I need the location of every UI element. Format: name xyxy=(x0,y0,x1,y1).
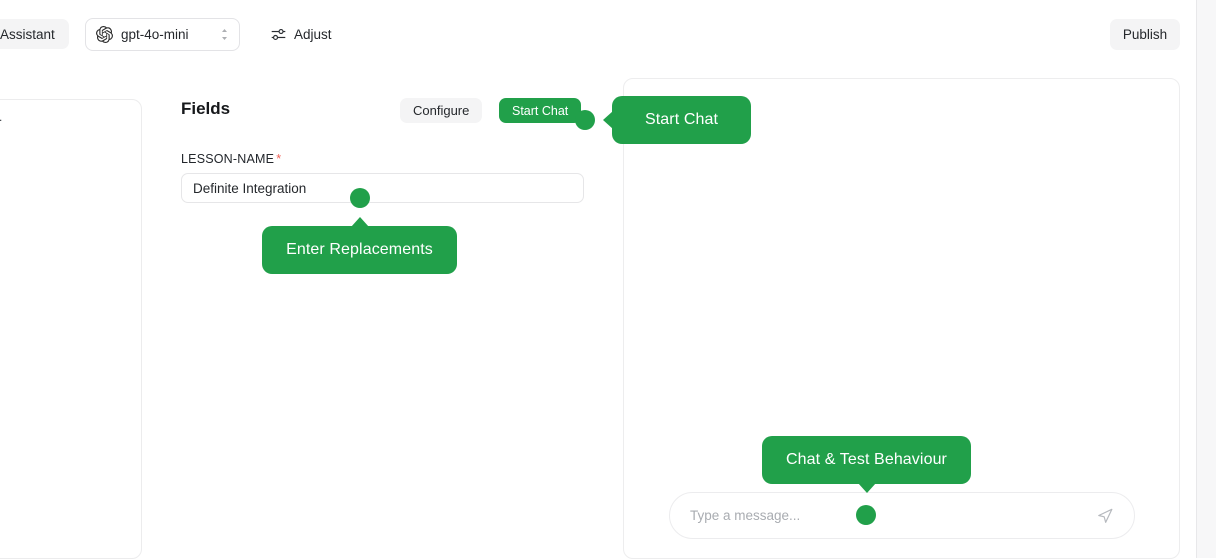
configure-label: Configure xyxy=(413,103,470,118)
model-selector-value: gpt-4o-mini xyxy=(121,27,189,42)
chevron-up-down-icon xyxy=(219,26,230,43)
model-selector[interactable]: gpt-4o-mini xyxy=(85,18,240,51)
tour-tooltip-enter-replacements[interactable]: Enter Replacements xyxy=(262,217,457,274)
tooltip-arrow-down-icon xyxy=(857,483,876,493)
publish-button[interactable]: Publish xyxy=(1110,19,1180,50)
chat-message-input[interactable] xyxy=(688,492,1094,539)
configure-button[interactable]: Configure xyxy=(400,98,483,123)
tooltip-arrow-left-icon xyxy=(603,111,613,129)
publish-label: Publish xyxy=(1122,27,1168,42)
send-paper-plane-icon[interactable] xyxy=(1094,505,1116,527)
tour-marker-dot-replacements[interactable] xyxy=(350,188,370,208)
tour-marker-dot-chat-test[interactable] xyxy=(856,505,876,525)
tab-assistant[interactable]: Assistant xyxy=(0,19,69,49)
lesson-name-label-text: LESSON-NAME xyxy=(181,152,275,166)
lesson-name-input[interactable] xyxy=(181,173,584,203)
tour-tooltip-start-chat-label: Start Chat xyxy=(644,111,719,128)
adjust-button[interactable]: Adjust xyxy=(263,20,339,49)
tune-sliders-icon xyxy=(270,26,287,43)
fields-header: Fields Configure Start Chat xyxy=(181,98,584,125)
tour-tooltip-enter-replacements-label: Enter Replacements xyxy=(286,241,433,258)
required-asterisk: * xyxy=(276,152,282,166)
openai-logo-icon xyxy=(96,25,113,44)
chat-input-row[interactable] xyxy=(669,492,1135,539)
left-panel-truncated-text: . xyxy=(0,110,3,124)
start-chat-button[interactable]: Start Chat xyxy=(499,98,582,123)
tour-marker-dot-start-chat[interactable] xyxy=(575,110,595,130)
adjust-label: Adjust xyxy=(294,27,332,42)
page-title: Fields xyxy=(181,99,231,118)
left-side-panel: . xyxy=(0,99,142,559)
chat-panel xyxy=(623,78,1180,559)
top-toolbar: Assistant gpt-4o-mini Adjust Pub xyxy=(0,0,1196,68)
lesson-name-label: LESSON-NAME* xyxy=(181,152,281,166)
tooltip-arrow-up-icon xyxy=(350,217,369,227)
tour-tooltip-chat-test[interactable]: Chat & Test Behaviour xyxy=(762,436,971,493)
start-chat-label: Start Chat xyxy=(512,103,569,118)
tour-tooltip-chat-test-label: Chat & Test Behaviour xyxy=(785,451,947,468)
tab-assistant-label: Assistant xyxy=(0,26,55,42)
tour-tooltip-start-chat[interactable]: Start Chat xyxy=(603,96,751,144)
page-right-edge xyxy=(1196,0,1216,558)
